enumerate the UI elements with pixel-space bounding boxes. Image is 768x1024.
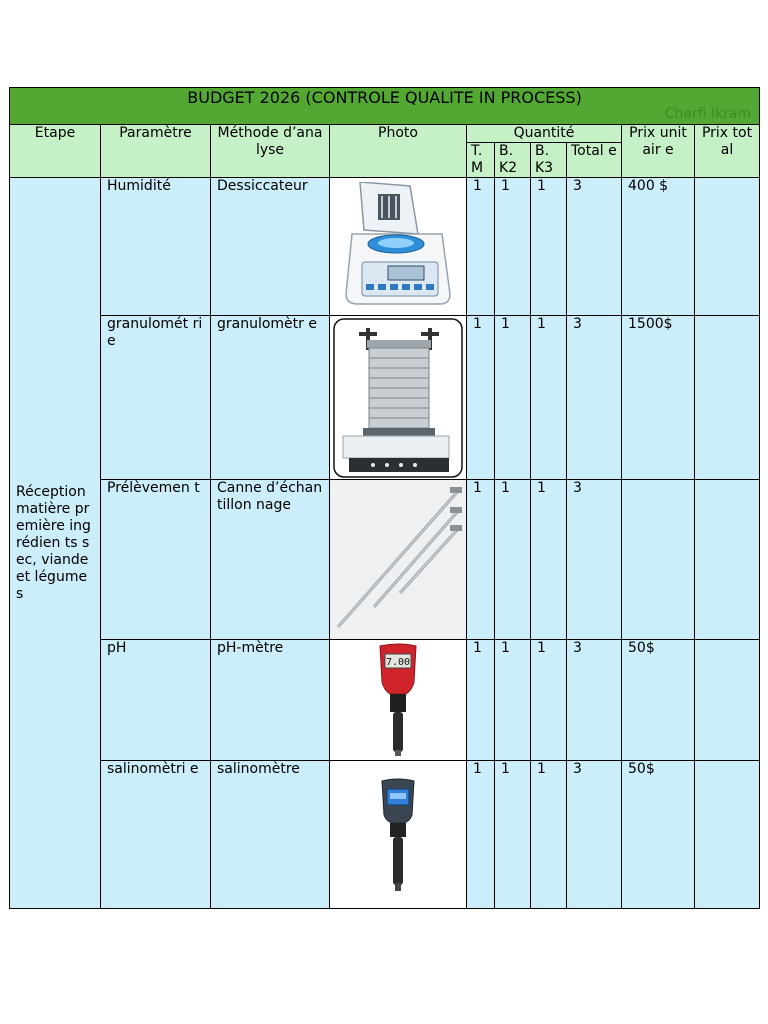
methode-cell: pH-mètre [210,639,330,761]
bk2-cell: 1 [494,479,531,640]
moisture-analyzer-icon [345,181,451,305]
budget-table: BUDGET 2026 (CONTROLE QUALITE IN PROCESS… [8,87,761,909]
total-cell: 3 [566,760,622,909]
tm-cell: 1 [466,639,495,761]
methode-cell: salinomètre [210,760,330,909]
prix-total-cell [693,479,761,640]
bk3-cell: 1 [530,479,567,640]
header-quantite: Quantité [466,124,622,143]
tm-cell: 1 [466,479,495,640]
prix-total-cell [693,177,761,316]
bk3-cell: 1 [530,760,567,909]
tm-cell: 1 [466,177,495,316]
total-cell: 3 [566,479,622,640]
header-etape: Etape [9,124,101,178]
stage-cell: Réception matière première ingrédien ts … [9,177,101,909]
prix-total-cell [693,639,761,761]
prix-unitaire-cell: 50$ [621,639,695,761]
table-row: salinomètri e salinomètre 1 1 1 3 50$ [10,760,761,909]
header-prix-unitaire: Prix unitair e [621,124,695,178]
parametre-cell: pH [100,639,211,761]
table-row: Réception matière première ingrédien ts … [9,177,761,909]
ph-meter-icon: 7.00 [379,643,417,756]
methode-cell: Dessiccateur [210,177,330,316]
prix-unitaire-cell [621,479,695,640]
tm-cell: 1 [466,760,495,909]
prix-unitaire-cell: 50$ [621,760,695,909]
sampling-probe-icon [330,480,466,639]
header-tm: T. M [466,142,495,178]
parametre-cell: granulomét rie [100,315,211,480]
table-row: Prélèvemen t Canne d’échantillon nage 1 … [10,479,761,640]
photo-cell [329,315,467,480]
author-watermark: Charfi Ikram [664,106,752,122]
prix-total-cell [693,315,761,480]
header-bk3: B. K3 [530,142,567,178]
ph-readout: 7.00 [386,657,410,668]
header-parametre: Paramètre [100,124,211,178]
sieve-shaker-icon [333,317,463,478]
table-row: granulomét rie granulomètr e [10,315,761,480]
photo-cell [329,760,467,909]
bk3-cell: 1 [530,177,567,316]
parametre-cell: Prélèvemen t [100,479,211,640]
tm-cell: 1 [466,315,495,480]
header-total: Total e [566,142,622,178]
bk2-cell: 1 [494,639,531,761]
methode-cell: Canne d’échantillon nage [210,479,330,640]
photo-cell [329,479,467,640]
table-row: pH pH-mètre 7.00 1 1 1 3 50$ [10,639,761,761]
prix-total-cell [693,760,761,909]
parametre-cell: Humidité [100,177,211,316]
photo-cell [329,177,467,316]
total-cell: 3 [566,177,622,316]
header-prix-total: Prix total [693,124,761,178]
total-cell: 3 [566,639,622,761]
header-bk2: B. K2 [494,142,531,178]
methode-cell: granulomètr e [210,315,330,480]
header-methode: Méthode d’analyse [210,124,330,178]
total-cell: 3 [566,315,622,480]
parametre-cell: salinomètri e [100,760,211,909]
bk3-cell: 1 [530,315,567,480]
table-title-cell: BUDGET 2026 (CONTROLE QUALITE IN PROCESS… [8,87,761,125]
prix-unitaire-cell: 1500$ [621,315,695,480]
table-title: BUDGET 2026 (CONTROLE QUALITE IN PROCESS… [187,88,582,108]
salinometer-icon [381,778,415,891]
bk2-cell: 1 [494,315,531,480]
prix-unitaire-cell: 400 $ [621,177,695,316]
bk3-cell: 1 [530,639,567,761]
bk2-cell: 1 [494,760,531,909]
photo-cell: 7.00 [329,639,467,761]
header-photo: Photo [329,124,467,178]
bk2-cell: 1 [494,177,531,316]
